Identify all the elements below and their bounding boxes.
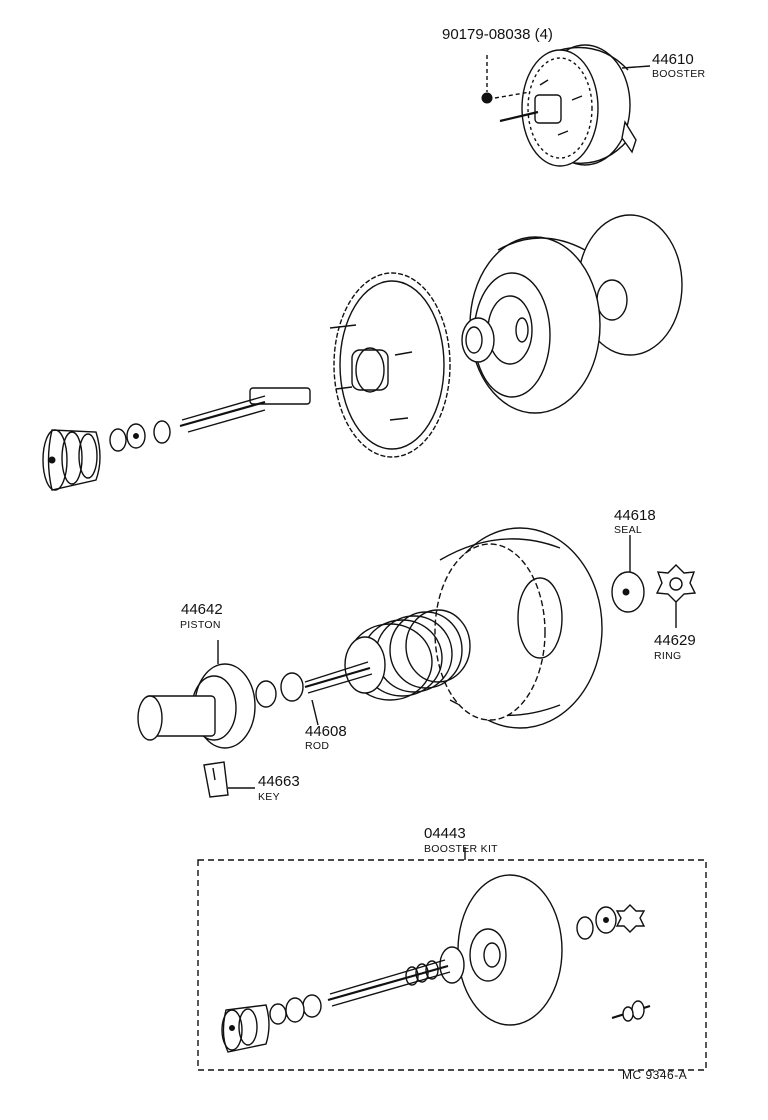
booster-assembly-illustration	[481, 44, 651, 167]
piston-part-number: 44642	[181, 601, 223, 618]
leader-lines	[217, 535, 631, 726]
piston-part-name: PISTON	[180, 619, 221, 631]
seal-part-number: 44618	[614, 507, 656, 524]
kit-part-number: 04443	[424, 825, 466, 842]
kit-dashed-outline	[197, 859, 707, 1071]
front-shell-explosion	[42, 214, 683, 491]
booster-part-number: 44610	[652, 51, 694, 68]
bolt-part-number: 90179-08038 (4)	[442, 26, 553, 43]
key-part-name: KEY	[258, 791, 280, 803]
rod-part-number: 44608	[305, 723, 347, 740]
kit-part-name: BOOSTER KIT	[424, 843, 498, 855]
rear-shell-explosion	[137, 527, 697, 798]
key-part-number: 44663	[258, 773, 300, 790]
booster-kit-illustration	[197, 847, 707, 1071]
ring-part-name: RING	[654, 650, 682, 662]
ring-part-number: 44629	[654, 632, 696, 649]
booster-part-name: BOOSTER	[652, 68, 706, 80]
seal-part-name: SEAL	[614, 524, 643, 536]
rod-part-name: ROD	[305, 740, 330, 752]
figure-code: MC 9346-A	[622, 1068, 688, 1082]
